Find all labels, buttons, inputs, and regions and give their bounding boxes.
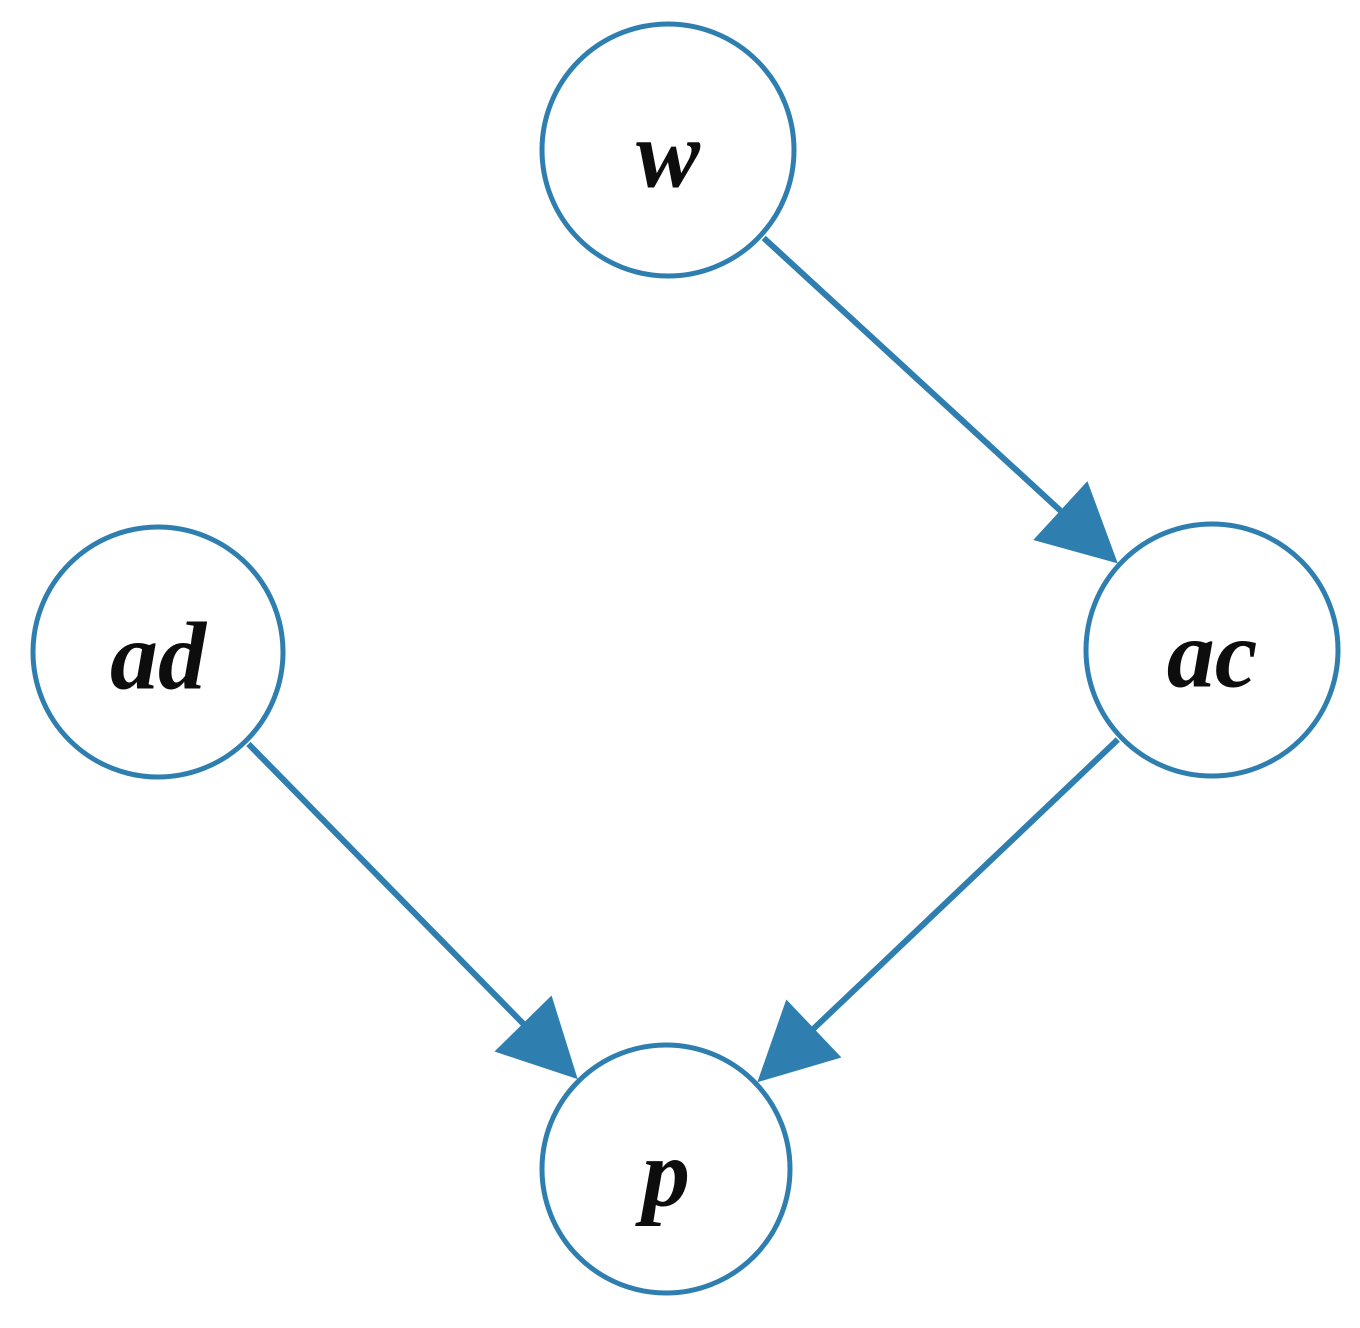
edge-line (246, 741, 546, 1047)
node-ad[interactable]: ad (30, 524, 286, 780)
node-w[interactable]: w (539, 21, 797, 279)
node-circle-ac[interactable] (1083, 521, 1341, 779)
node-label-p: p (635, 1120, 690, 1227)
edge-w-to-ac (761, 235, 1118, 564)
nodes-layer: w ad ac p (30, 21, 1341, 1296)
edge-ac-to-p (757, 737, 1120, 1083)
arrowhead-icon (1033, 481, 1118, 564)
edges-layer (246, 235, 1120, 1083)
node-circle-ad[interactable] (30, 524, 286, 780)
edge-ad-to-p (246, 741, 578, 1080)
edge-line (790, 737, 1120, 1052)
node-label-ad: ad (110, 603, 208, 710)
node-p[interactable]: p (539, 1042, 793, 1296)
arrowhead-icon (757, 999, 842, 1083)
arrowhead-icon (494, 995, 578, 1080)
node-circle-w[interactable] (539, 21, 797, 279)
node-circle-p[interactable] (539, 1042, 793, 1296)
edge-line (761, 235, 1085, 533)
node-ac[interactable]: ac (1083, 521, 1341, 779)
node-label-w: w (636, 101, 701, 208)
node-label-ac: ac (1167, 601, 1258, 708)
